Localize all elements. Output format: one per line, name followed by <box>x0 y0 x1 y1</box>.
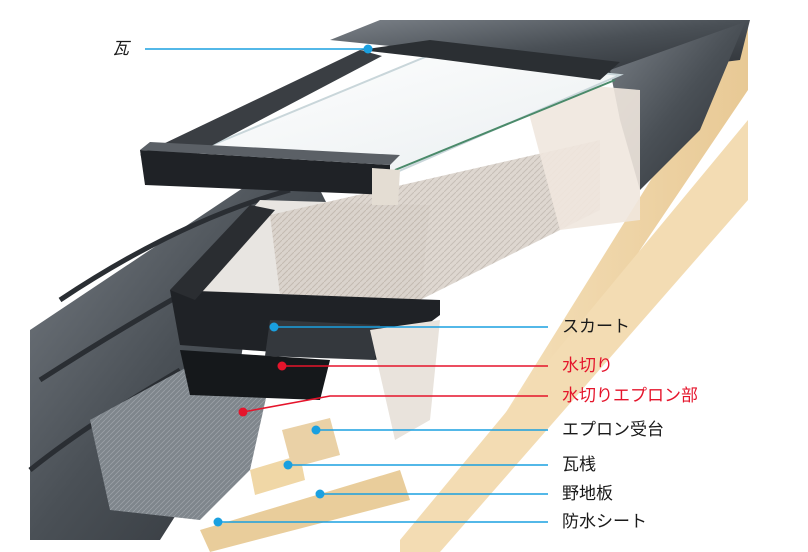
dot-bosui-sheet <box>213 517 223 527</box>
dot-nojiita <box>315 489 325 499</box>
leader-dots <box>213 44 373 527</box>
label-mizukiri: 水切り <box>562 356 613 376</box>
sash-glass-edge-green <box>394 79 616 171</box>
lower-trim <box>370 320 440 440</box>
label-bosui-sheet: 防水シート <box>562 512 647 532</box>
sash-front-bar-top <box>140 142 400 165</box>
dot-kawarasan <box>283 460 293 470</box>
label-skirt: スカート <box>562 317 630 337</box>
label-nojiita: 野地板 <box>562 484 613 504</box>
dot-skirt <box>269 322 279 332</box>
skirt-panel <box>265 320 380 360</box>
sash-end-cap <box>372 168 400 205</box>
label-mizukiri-apron: 水切りエプロン部 <box>562 386 698 406</box>
label-kawara: 瓦 <box>112 39 129 59</box>
batten-row <box>200 470 410 552</box>
apron-support <box>282 418 340 468</box>
frame-side-left <box>170 205 275 300</box>
roof-deck-edge <box>400 120 748 552</box>
leader-lines <box>145 48 548 523</box>
label-kawarasan: 瓦桟 <box>562 455 596 475</box>
screen-mesh <box>270 140 600 300</box>
dot-apron-ukedai <box>311 425 321 435</box>
leader-mizukiri-apron <box>242 395 548 413</box>
tile-ridge-1 <box>58 187 291 303</box>
right-roof-tiles <box>610 22 745 190</box>
dot-kawara <box>363 44 373 54</box>
interior-lining <box>520 80 640 230</box>
waterproof-sheet <box>90 360 270 520</box>
dot-mizukiri <box>277 361 287 371</box>
apron-flashing <box>180 350 330 400</box>
sash-side-rail <box>140 50 382 165</box>
dot-mizukiri-apron <box>238 407 248 417</box>
label-apron-ukedai: エプロン受台 <box>562 420 664 440</box>
sash-top-rail <box>360 40 620 80</box>
